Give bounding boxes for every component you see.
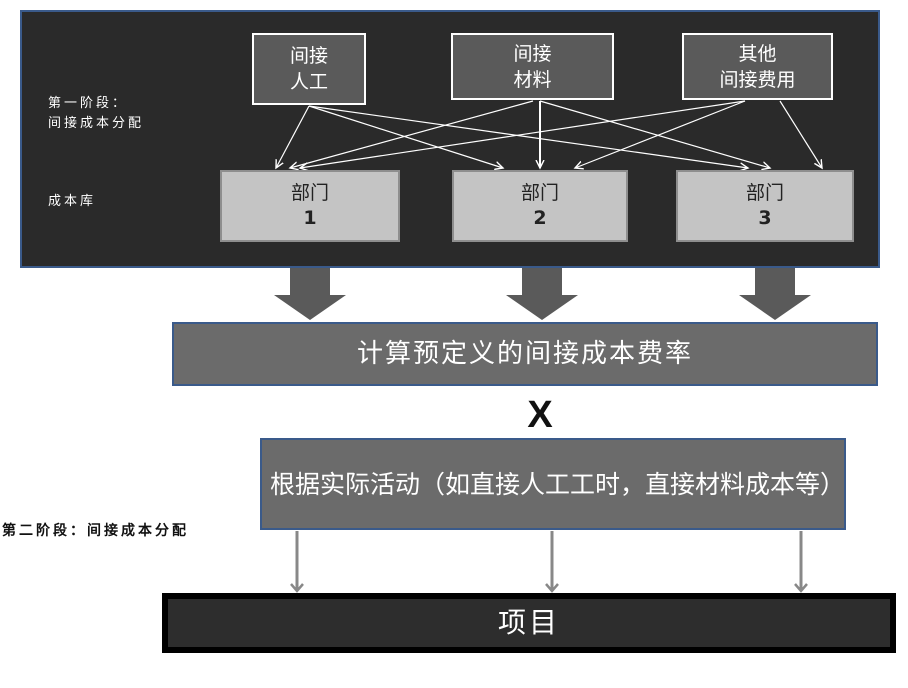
indirect-labor-line1: 间接 [289,45,328,67]
department-2-box: 部门 2 [452,170,628,242]
department-3-number: 3 [758,207,772,229]
department-3-box: 部门 3 [676,170,854,242]
other-indirect-line2: 间接费用 [719,68,796,91]
block-arrow-dept2 [506,268,578,320]
department-1-box: 部门 1 [220,170,400,242]
department-1-name: 部门 [290,182,329,204]
connector-other-dept2 [575,100,746,168]
project-box: 项目 [162,593,896,653]
connector-material-dept3 [539,100,770,168]
indirect-material-line1: 间接 [513,42,552,65]
indirect-labor-box: 间接 人工 [252,33,366,105]
connector-other-dept1 [300,100,746,168]
department-2-name: 部门 [520,182,559,204]
connector-labor-dept1 [276,105,310,168]
department-2-number: 2 [533,207,547,229]
actual-activity-box: 根据实际活动（如直接人工工时，直接材料成本等） [260,438,846,530]
multiply-symbol: X [527,394,553,436]
indirect-material-line2: 材料 [513,68,552,91]
stage1-label-line1: 第一阶段： [48,96,129,111]
indirect-material-box: 间接 材料 [451,33,614,100]
block-arrow-dept3 [739,268,811,320]
stage1-label: 第一阶段： 间接成本分配 [48,94,144,134]
cost-pool-label: 成本库 [48,194,97,209]
indirect-labor-line2: 人工 [289,71,328,93]
connector-material-dept1 [290,100,534,168]
connector-labor-dept2 [308,105,503,168]
stage1-label-line2: 间接成本分配 [48,116,145,131]
department-3-name: 部门 [745,182,784,204]
connector-labor-dept3 [308,105,748,168]
department-1-number: 1 [303,207,317,229]
stage2-label: 第二阶段：间接成本分配 [2,523,189,539]
actual-activity-text: 根据实际活动（如直接人工工时，直接材料成本等） [270,469,846,499]
block-arrow-dept1 [274,268,346,320]
connector-other-dept3 [779,100,822,168]
other-indirect-line1: 其他 [738,42,777,65]
predetermined-rate-box: 计算预定义的间接成本费率 [172,322,878,386]
other-indirect-cost-box: 其他 间接费用 [682,33,833,100]
